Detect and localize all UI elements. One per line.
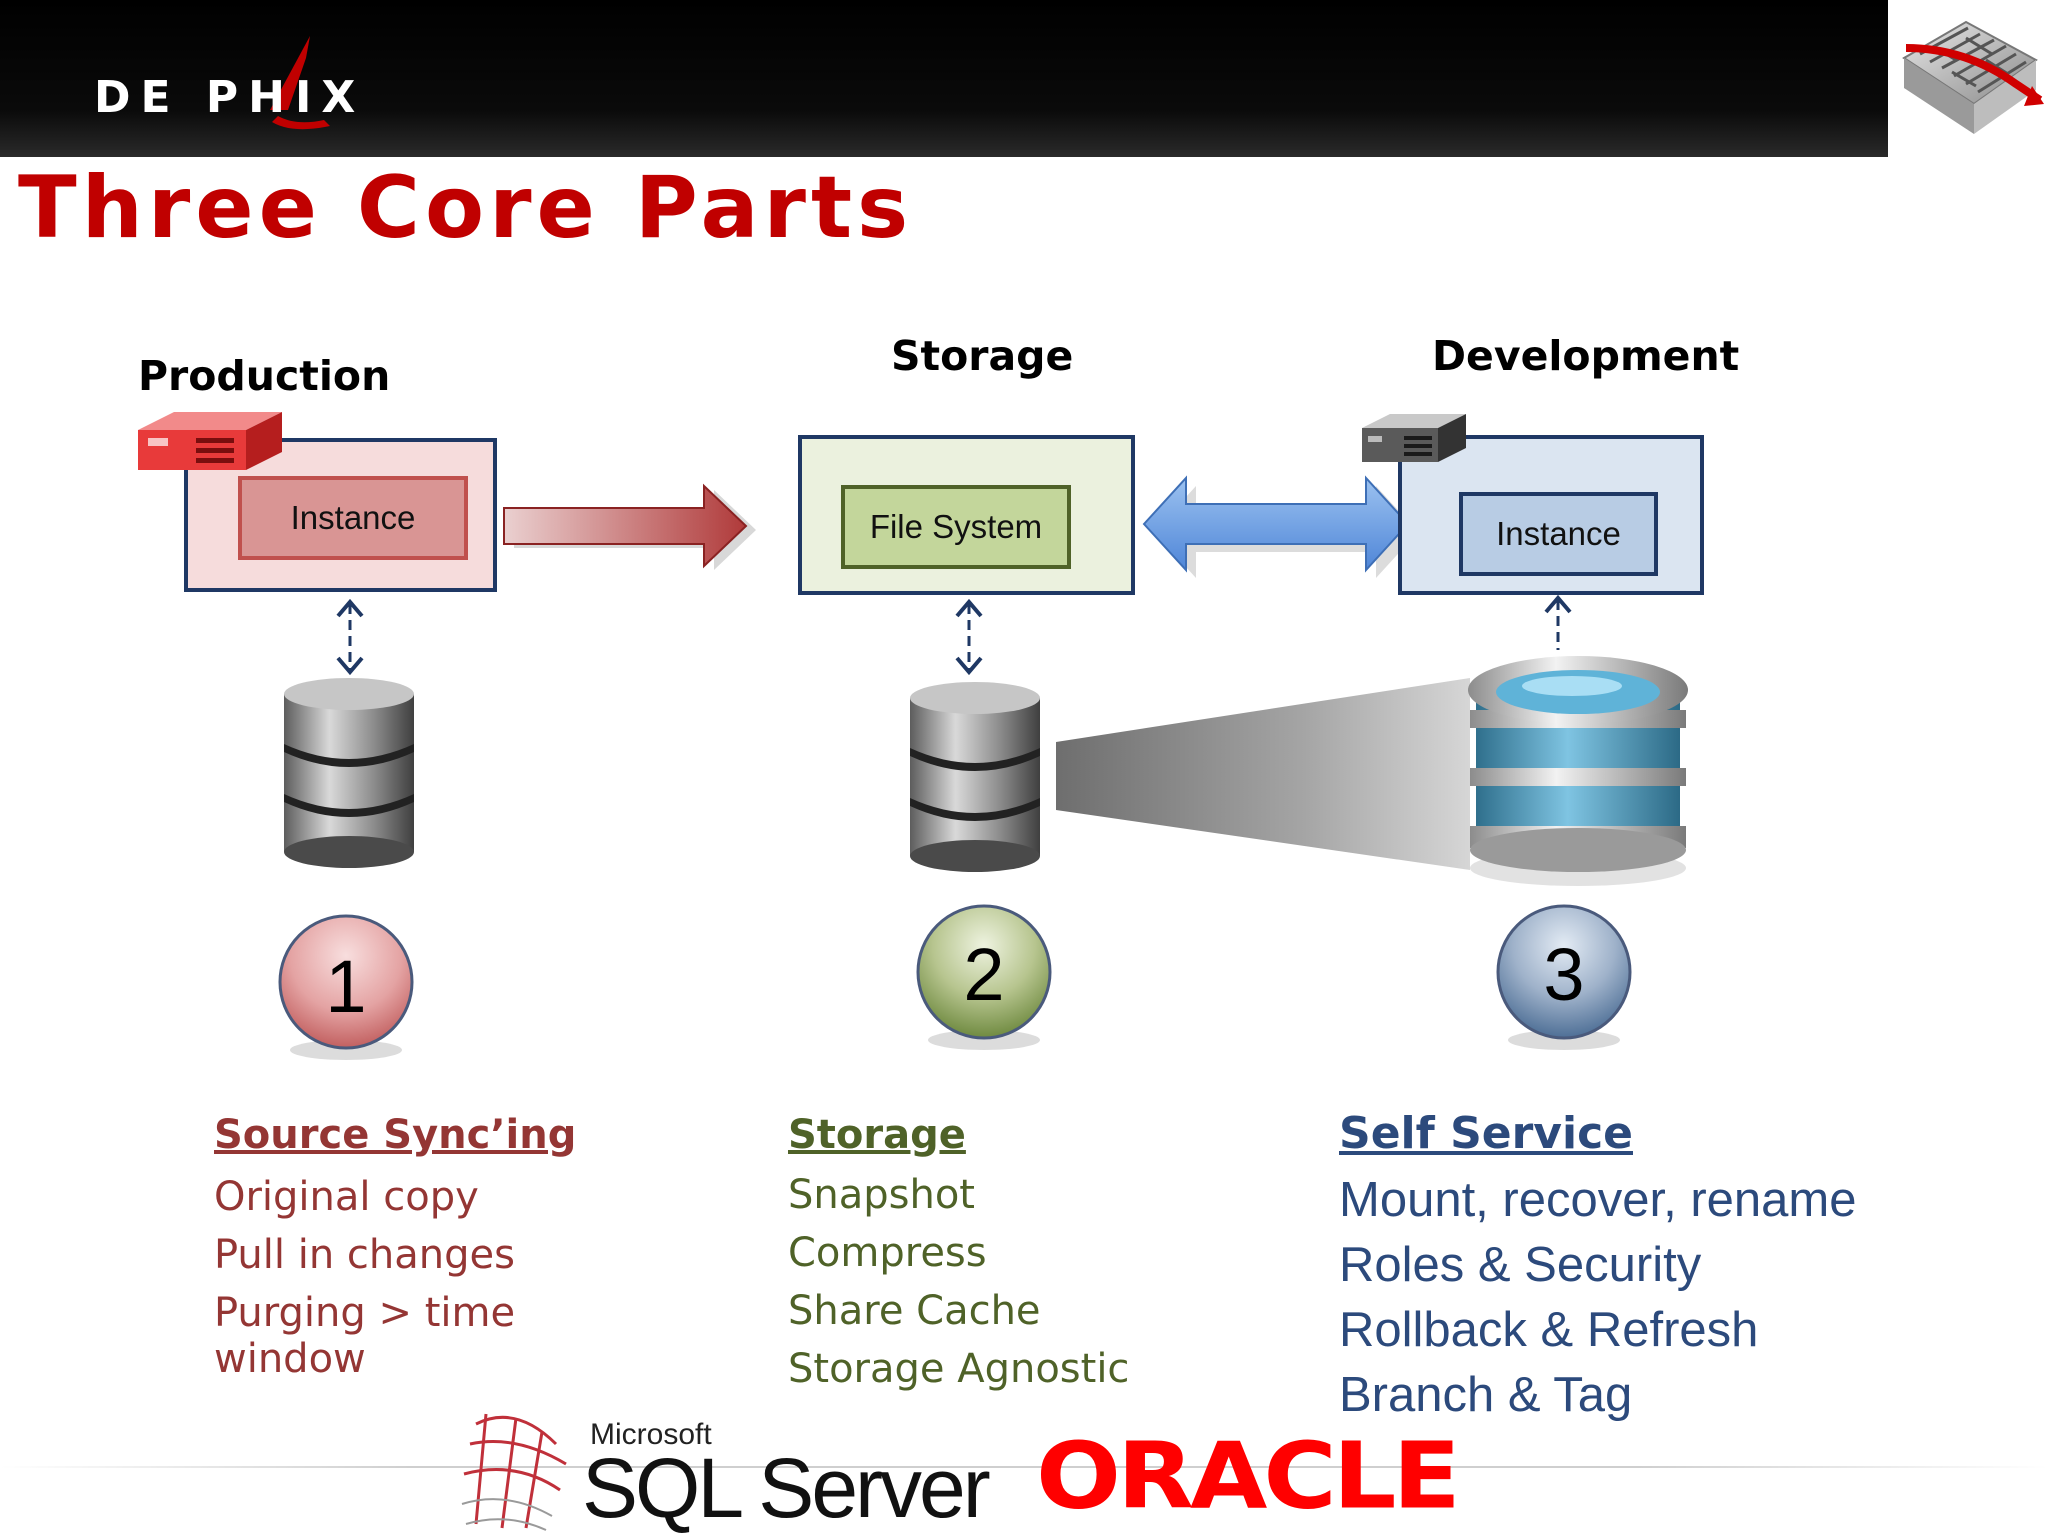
list-item: Share Cache — [788, 1288, 1041, 1334]
step-1-list: Original copy Pull in changes Purging > … — [214, 1168, 515, 1388]
svg-text:DE PHIX: DE PHIX — [94, 72, 365, 123]
sql-server-logo-icon — [461, 1413, 567, 1531]
step-1-heading: Source Sync’ing — [214, 1112, 577, 1158]
maze-icon — [1902, 20, 2044, 134]
oracle-logo: ORACLE — [1036, 1422, 1461, 1530]
development-link-arrow — [1544, 594, 1572, 650]
list-item: Purging > time — [214, 1290, 516, 1336]
list-item: Original copy — [214, 1174, 479, 1220]
step-1-number: 1 — [325, 945, 366, 1028]
list-item: Pull in changes — [214, 1232, 515, 1278]
step-3-heading: Self Service — [1339, 1108, 1633, 1159]
list-item: Rollback & Refresh — [1339, 1303, 1759, 1357]
step-2-heading: Storage — [788, 1112, 966, 1158]
footer-divider — [0, 1466, 2048, 1468]
list-item: Roles & Security — [1339, 1238, 1702, 1292]
bidirectional-arrow — [1142, 475, 1418, 578]
sync-arrow — [503, 483, 756, 570]
production-database-icon — [284, 678, 414, 868]
development-heading: Development — [1432, 332, 1740, 380]
header-bar — [0, 0, 1888, 157]
step-3-badge: 3 — [1496, 904, 1632, 1050]
list-item: Compress — [788, 1230, 987, 1276]
development-server-icon — [1362, 414, 1466, 462]
virtual-copy-beam — [1056, 678, 1470, 870]
list-item: Storage Agnostic — [788, 1346, 1130, 1392]
development-instance: Instance — [1459, 492, 1658, 576]
storage-database-icon — [910, 682, 1040, 872]
step-3-list: Mount, recover, rename Roles & Security … — [1339, 1168, 1856, 1428]
step-2-badge: 2 — [916, 904, 1052, 1050]
list-item: Branch & Tag — [1339, 1368, 1633, 1422]
list-item: Mount, recover, rename — [1339, 1173, 1857, 1227]
production-heading: Production — [138, 352, 391, 400]
file-system-box: File System — [841, 485, 1071, 569]
sql-server-text: SQL Server — [582, 1441, 991, 1535]
list-item: window — [214, 1336, 366, 1382]
production-server-icon — [138, 412, 282, 470]
delphix-logo: DE PHIX — [94, 36, 365, 130]
step-1-badge: 1 — [278, 914, 414, 1060]
production-instance: Instance — [238, 476, 468, 560]
list-item: Snapshot — [788, 1172, 975, 1218]
step-2-list: Snapshot Compress Share Cache Storage Ag… — [788, 1166, 1129, 1398]
development-database-icon — [1468, 656, 1688, 886]
step-2-number: 2 — [963, 933, 1004, 1016]
production-link-arrow — [336, 598, 364, 676]
page-title: Three Core Parts — [18, 158, 914, 258]
microsoft-text: Microsoft — [590, 1418, 712, 1451]
step-3-number: 3 — [1543, 933, 1584, 1016]
storage-link-arrow — [955, 598, 983, 676]
storage-heading: Storage — [891, 332, 1074, 380]
